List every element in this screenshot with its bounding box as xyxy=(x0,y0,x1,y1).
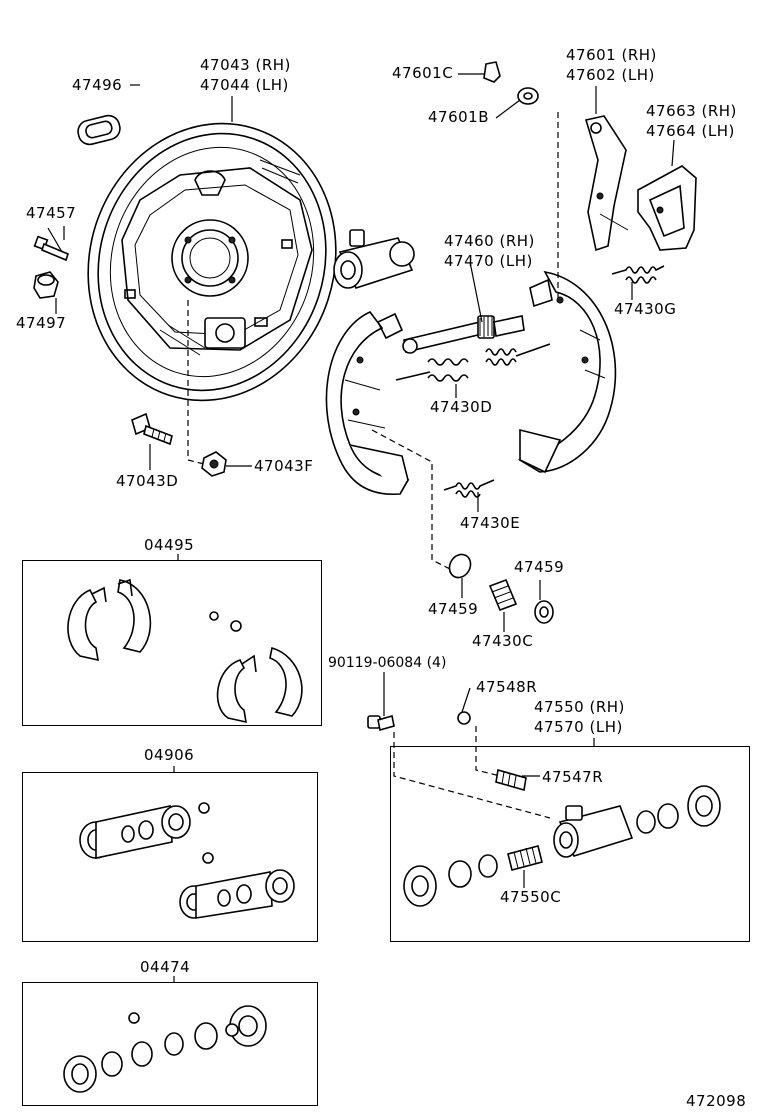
spring-47430c-illustration xyxy=(488,578,518,612)
part-label-47044-lh: 47044 (LH) xyxy=(200,76,289,94)
kit-box-47550 xyxy=(390,746,750,942)
part-label-90119-06084: 90119-06084 (4) xyxy=(328,655,447,671)
part-label-47043-rh: 47043 (RH) xyxy=(200,56,291,74)
part-label-47550-rh: 47550 (RH) xyxy=(534,698,625,716)
wheel-cylinder-47550-illustration xyxy=(367,711,721,907)
part-label-47663-rh: 47663 (RH) xyxy=(646,102,737,120)
kit-box-04495 xyxy=(22,560,322,726)
part-label-47470-lh: 47470 (LH) xyxy=(444,252,533,270)
nut-47043f-illustration xyxy=(201,451,227,477)
kit-04495-illustration xyxy=(67,578,303,724)
part-label-47601-rh: 47601 (RH) xyxy=(566,46,657,64)
part-label-47664-lh: 47664 (LH) xyxy=(646,122,735,140)
kit-label-04474: 04474 xyxy=(140,958,191,976)
brake-shoe-left-illustration xyxy=(325,311,410,496)
part-label-47430d: 47430D xyxy=(430,398,493,416)
kit-04474-illustration xyxy=(63,1005,267,1093)
kit-label-04906: 04906 xyxy=(144,746,195,764)
kit-04906-illustration xyxy=(79,802,295,919)
lever-47601-illustration xyxy=(584,115,629,252)
kit-label-04495: 04495 xyxy=(144,536,195,554)
bracket-47663-illustration xyxy=(637,165,697,251)
clip-47601c-illustration xyxy=(483,61,501,83)
wheel-cylinder-top-illustration xyxy=(333,229,415,289)
part-label-47457: 47457 xyxy=(26,204,77,222)
part-label-47570-lh: 47570 (LH) xyxy=(534,718,623,736)
spring-47430e-illustration xyxy=(443,479,495,498)
part-label-47497: 47497 xyxy=(16,314,67,332)
part-label-47460-rh: 47460 (RH) xyxy=(444,232,535,250)
adjuster-47460-illustration xyxy=(402,261,525,354)
kit-box-04906 xyxy=(22,772,318,942)
part-label-47430c: 47430C xyxy=(472,632,534,650)
part-label-47550c: 47550C xyxy=(500,888,562,906)
bolt-47457-illustration xyxy=(33,227,69,262)
part-label-47043d: 47043D xyxy=(116,472,179,490)
part-label-47459-right: 47459 xyxy=(514,558,565,576)
diagram-id: 472098 xyxy=(686,1092,747,1110)
part-label-47496: 47496 xyxy=(72,76,123,94)
leader-lines xyxy=(55,73,675,982)
kit-box-04474 xyxy=(22,982,318,1106)
retainer-47459-left-illustration xyxy=(448,553,472,579)
part-label-47547r: 47547R xyxy=(542,768,604,786)
spring-47430d-illustration xyxy=(395,343,551,382)
part-label-47548r: 47548R xyxy=(476,678,538,696)
part-label-47601c: 47601C xyxy=(392,64,454,82)
part-label-47043f: 47043F xyxy=(254,457,314,475)
part-label-47459-left: 47459 xyxy=(428,600,479,618)
bolt-47043d-illustration xyxy=(131,412,173,446)
brake-shoe-right-illustration xyxy=(517,270,617,474)
backing-plate-illustration xyxy=(87,122,337,402)
part-label-47602-lh: 47602 (LH) xyxy=(566,66,655,84)
cap-47601b-illustration xyxy=(517,87,539,105)
grommet-47497-illustration xyxy=(33,271,59,299)
plug-47496-illustration xyxy=(77,114,121,146)
part-label-47430e: 47430E xyxy=(460,514,521,532)
spring-47430g-illustration xyxy=(611,265,665,284)
part-label-47601b: 47601B xyxy=(428,108,490,126)
part-label-47430g: 47430G xyxy=(614,300,677,318)
retainer-47459-right-illustration xyxy=(534,600,554,624)
